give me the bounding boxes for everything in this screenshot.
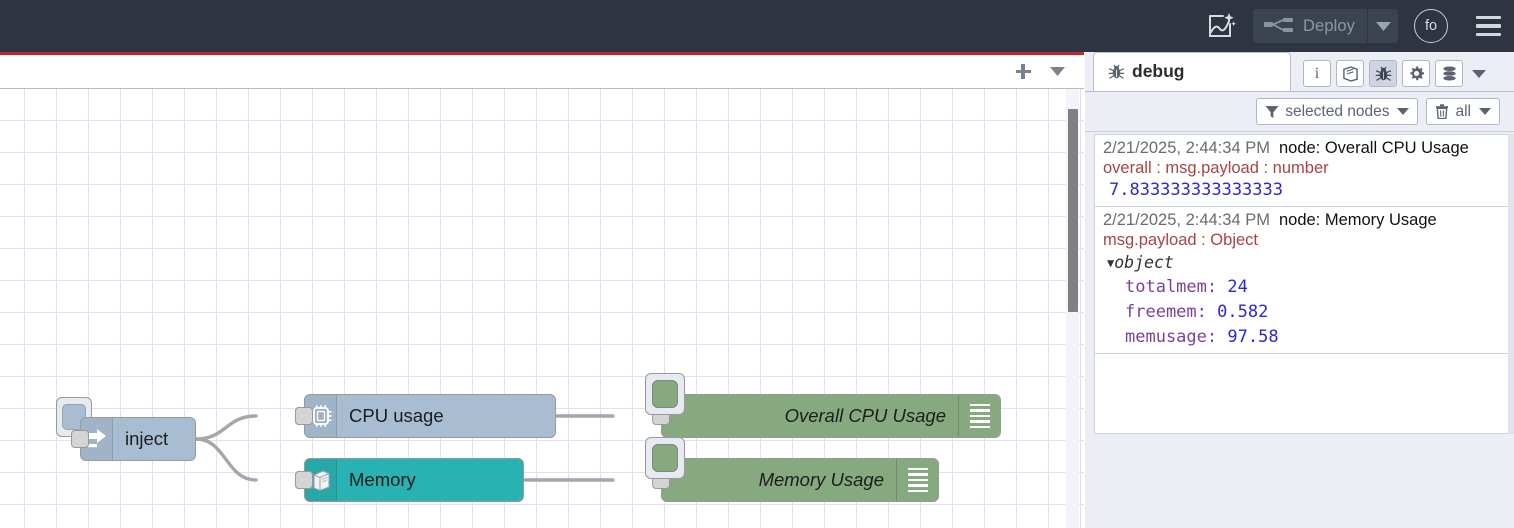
debug-property-key: totalmem: xyxy=(1125,277,1218,298)
flow-sparkle-icon xyxy=(1209,13,1236,37)
hamburger-menu-icon[interactable] xyxy=(1462,0,1514,52)
debug-clear-button[interactable]: all xyxy=(1426,98,1500,125)
sidebar-tool-buttons: i xyxy=(1303,60,1490,91)
chevron-down-icon xyxy=(1479,108,1491,115)
debug-timestamp: 2/21/2025, 2:44:34 PM xyxy=(1103,211,1270,230)
flow-workspace: inject xyxy=(0,52,1084,528)
port-output-inject[interactable] xyxy=(71,430,89,448)
debug-message-header: 2/21/2025, 2:44:34 PM node: Memory Usage xyxy=(1103,211,1508,230)
port-output-memory[interactable] xyxy=(295,471,313,489)
wire-inject-to-memory xyxy=(194,437,258,482)
debug-value: 7.833333333333333 xyxy=(1109,180,1283,201)
sidebar-more-tools-button[interactable] xyxy=(1468,60,1490,87)
flow-canvas[interactable]: inject xyxy=(0,89,1084,528)
debug-topic: msg.payload : Object xyxy=(1103,231,1258,250)
stack-glyph xyxy=(1442,66,1456,81)
debug-object-label: object xyxy=(1114,253,1174,273)
debug-filter-toolbar: selected nodes all xyxy=(1085,92,1514,132)
node-label-inject: inject xyxy=(125,428,169,449)
wire-inject-to-cpu xyxy=(194,414,258,441)
debug-message-header: 2/21/2025, 2:44:34 PM node: Overall CPU U… xyxy=(1103,139,1508,158)
debug-filter-label: selected nodes xyxy=(1285,102,1390,120)
deploy-changes-indicator xyxy=(0,52,1084,55)
debug-topic: overall : msg.payload : number xyxy=(1103,159,1329,177)
debug-object-property: freemem: 0.582 xyxy=(1103,297,1508,322)
debug-lines-icon xyxy=(958,395,1000,437)
app-header: Deploy fo xyxy=(0,0,1514,52)
chevron-down-icon xyxy=(1397,108,1410,115)
inject-arrow-glyph xyxy=(87,429,106,448)
ai-assistant-icon[interactable] xyxy=(1197,0,1245,52)
server-tower-glyph xyxy=(313,470,329,492)
info-icon[interactable]: i xyxy=(1303,60,1331,87)
debug-sidebar: debug i xyxy=(1085,52,1514,528)
debug-clear-label: all xyxy=(1455,102,1471,120)
avatar[interactable]: fo xyxy=(1414,9,1448,43)
debug-scrollbar[interactable] xyxy=(1508,134,1514,434)
context-data-icon[interactable] xyxy=(1435,60,1463,87)
debug-property-key: memusage: xyxy=(1125,327,1218,348)
debug-lines-icon xyxy=(896,459,938,501)
avatar-initials: fo xyxy=(1424,18,1438,34)
help-book-icon[interactable] xyxy=(1336,60,1364,87)
deploy-button-group[interactable]: Deploy xyxy=(1253,9,1398,43)
tab-debug[interactable]: debug xyxy=(1093,52,1291,91)
chevron-down-icon xyxy=(1375,21,1391,31)
add-flow-button[interactable] xyxy=(1006,55,1040,89)
debug-filter-button[interactable]: selected nodes xyxy=(1256,98,1419,125)
deploy-button[interactable]: Deploy xyxy=(1253,9,1368,43)
debug-property-value: 24 xyxy=(1227,277,1248,298)
deploy-flow-icon xyxy=(1264,18,1294,32)
debug-enable-toggle-overall-cpu[interactable] xyxy=(645,373,685,415)
tab-debug-label: debug xyxy=(1132,61,1185,81)
node-label-overall-cpu-usage: Overall CPU Usage xyxy=(784,405,946,426)
port-output-cpu-usage[interactable] xyxy=(295,407,313,425)
debug-object-property: memusage: 97.58 xyxy=(1103,322,1508,347)
debug-timestamp: 2/21/2025, 2:44:34 PM xyxy=(1103,139,1270,157)
debug-object-property: totalmem: 24 xyxy=(1103,272,1508,297)
debug-source-node[interactable]: node: Overall CPU Usage xyxy=(1278,139,1469,157)
flow-tab-bar xyxy=(0,55,1084,89)
gear-glyph xyxy=(1409,66,1424,81)
debug-toggle-inner xyxy=(652,380,678,408)
debug-property-key: freemem: xyxy=(1125,302,1207,323)
bug-glyph xyxy=(1375,66,1391,81)
debug-object-expander[interactable]: ▼object xyxy=(1103,250,1508,272)
debug-enable-toggle-memory[interactable] xyxy=(645,437,685,479)
debug-property-value: 0.582 xyxy=(1217,302,1269,323)
debug-property-value: 97.58 xyxy=(1227,327,1279,348)
deploy-dropdown-toggle[interactable] xyxy=(1368,9,1398,43)
plus-icon xyxy=(1015,64,1031,79)
chevron-down-icon xyxy=(1049,67,1065,76)
chevron-down-icon xyxy=(1472,69,1486,78)
node-label-memory-usage: Memory Usage xyxy=(758,469,884,490)
bug-icon xyxy=(1108,64,1125,79)
flow-list-menu-button[interactable] xyxy=(1040,55,1074,89)
node-label-memory: Memory xyxy=(349,469,416,490)
node-label-cpu-usage: CPU usage xyxy=(349,405,444,426)
trash-icon xyxy=(1436,104,1449,119)
deploy-label: Deploy xyxy=(1303,16,1355,35)
info-glyph: i xyxy=(1314,64,1320,82)
hamburger-bars xyxy=(1475,16,1501,36)
debug-toggle-inner xyxy=(652,444,678,472)
debug-message-list[interactable]: 2/21/2025, 2:44:34 PM node: Overall CPU U… xyxy=(1094,134,1509,434)
debug-source-node[interactable]: node: Memory Usage xyxy=(1278,211,1437,230)
gear-icon[interactable] xyxy=(1402,60,1430,87)
canvas-scrollbar-thumb[interactable] xyxy=(1068,109,1078,312)
caret-down-icon: ▼ xyxy=(1107,256,1115,271)
debug-message-item[interactable]: 2/21/2025, 2:44:34 PM node: Overall CPU U… xyxy=(1095,135,1508,208)
sidebar-tab-bar: debug i xyxy=(1085,52,1514,92)
book-glyph xyxy=(1342,65,1358,82)
filter-funnel-icon xyxy=(1265,105,1279,118)
bug-icon[interactable] xyxy=(1369,60,1397,87)
